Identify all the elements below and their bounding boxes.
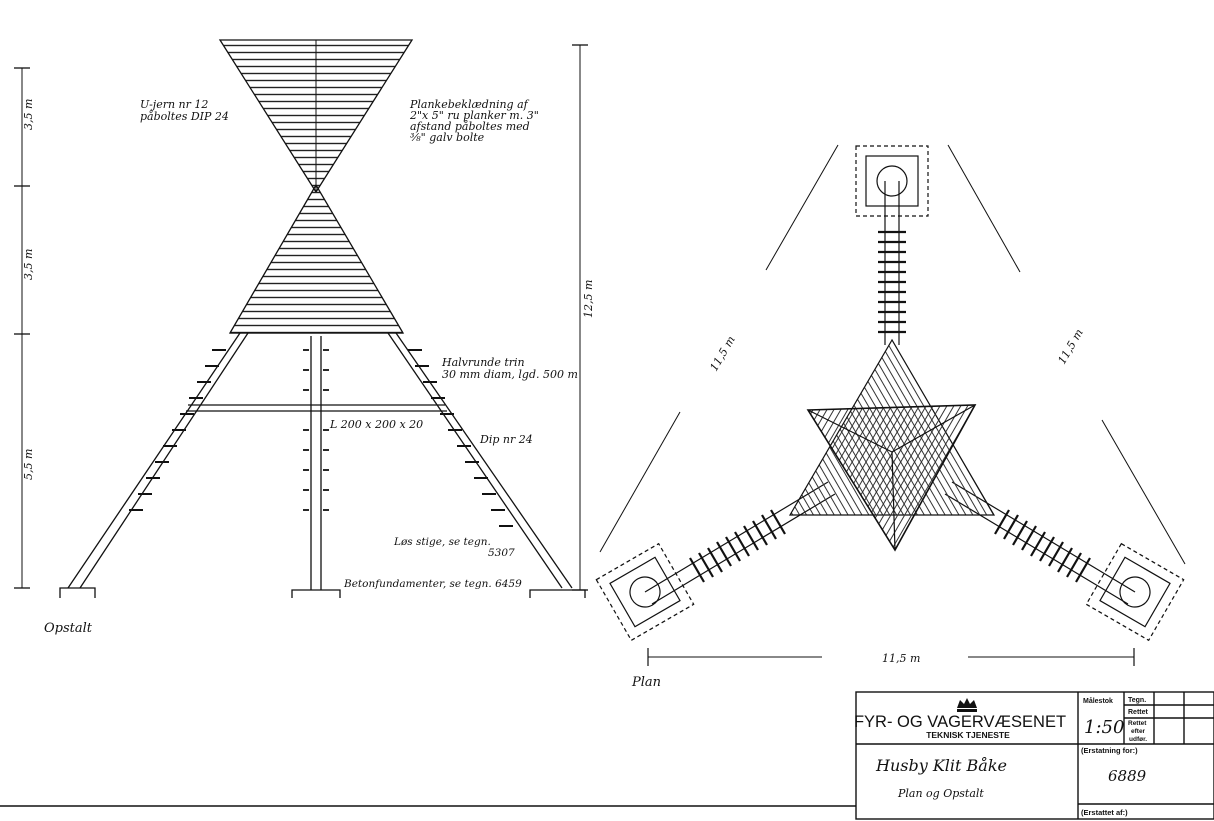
- department-name: TEKNISK TJENESTE: [926, 730, 1010, 740]
- left-ladder-rungs: [129, 349, 226, 511]
- scale-label: Målestok: [1083, 697, 1113, 705]
- note-dip: Dip nr 24: [479, 433, 533, 446]
- foundation-left: [59, 587, 96, 598]
- note-rungs-2: 30 mm diam, lgd. 500 m: [442, 368, 578, 381]
- plan-caption: Plan: [631, 675, 661, 690]
- foundation-center: [291, 589, 341, 598]
- dim-lower-label: 5,5 m: [22, 449, 35, 480]
- dim-total-label: 12,5 m: [582, 280, 595, 318]
- rettet-efter-label-3: udfør.: [1129, 736, 1147, 743]
- note-planking-2: 2"x 5" ru planker m. 3": [409, 109, 539, 122]
- dim-upper-label: 3,5 m: [22, 99, 35, 130]
- middle-plank-triangle: [228, 183, 405, 334]
- plan-dim-left: 11,5 m: [707, 334, 737, 374]
- foundation-top: [855, 145, 929, 217]
- foundation-right: [529, 589, 586, 598]
- note-rungs-1: Halvrunde trin: [441, 356, 525, 369]
- crown-icon: [957, 698, 977, 712]
- drawing-title: Husby Klit Båke: [875, 756, 1007, 775]
- elevation-caption: Opstalt: [44, 621, 93, 636]
- plan-dim-right: 11,5 m: [1055, 327, 1085, 367]
- note-planking-4: ⅜" galv bolte: [410, 131, 485, 144]
- title-block: [855, 691, 1214, 820]
- note-u-iron-2: påboltes DIP 24: [140, 110, 229, 123]
- note-planking-3: afstand påboltes med: [410, 120, 530, 133]
- rettet-label: Rettet: [1128, 709, 1149, 716]
- plan-upper-triangle: [806, 404, 977, 552]
- note-ladder-1: Løs stige, se tegn.: [393, 536, 491, 548]
- elevation-view: [14, 39, 588, 598]
- rettet-efter-label-1: Rettet: [1128, 720, 1147, 727]
- plan-dim-bottom: 11,5 m: [882, 652, 920, 665]
- drawing-number: 6889: [1108, 767, 1147, 785]
- note-u-iron-1: U-jern nr 12: [140, 98, 208, 111]
- tegn-label: Tegn.: [1128, 697, 1146, 704]
- note-foundation: Betonfundamenter, se tegn. 6459: [343, 578, 522, 590]
- scale-value: 1:50: [1084, 717, 1124, 738]
- plan-view: [595, 144, 1186, 666]
- drawing-subtitle: Plan og Opstalt: [897, 787, 984, 800]
- note-angle: L 200 x 200 x 20: [329, 418, 423, 431]
- organization-name: FYR- OG VAGERVÆSENET: [854, 713, 1066, 731]
- note-planking-1: Plankebeklædning af: [409, 98, 530, 111]
- right-ladder-rungs: [408, 349, 513, 527]
- erstatning-for-label: (Erstatning for:): [1081, 746, 1138, 755]
- dim-middle-label: 3,5 m: [22, 249, 35, 280]
- note-ladder-2: 5307: [488, 547, 515, 559]
- erstattet-af-label: (Erstattet af:): [1081, 808, 1128, 817]
- rettet-efter-label-2: efter: [1131, 728, 1146, 735]
